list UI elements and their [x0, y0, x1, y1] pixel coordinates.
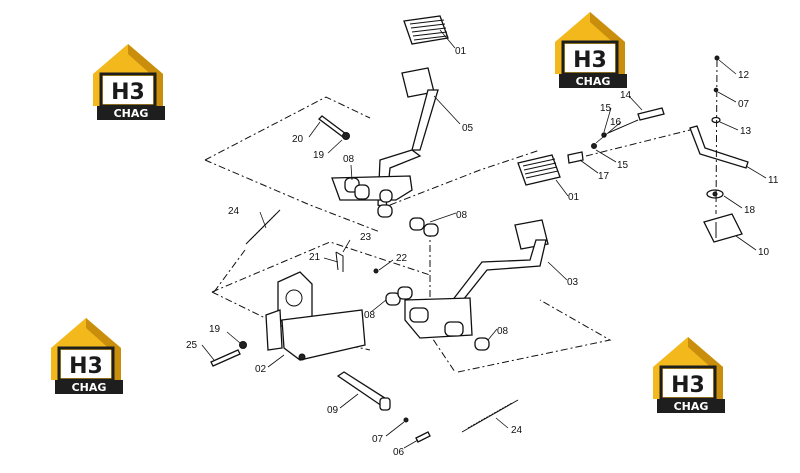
label-15: 15	[617, 160, 629, 171]
label-25: 25	[186, 340, 198, 351]
leader-lines	[201, 29, 767, 449]
label-22: 22	[396, 253, 408, 264]
label-13: 13	[740, 126, 752, 137]
label-07: 07	[738, 99, 750, 110]
label-21: 21	[309, 252, 321, 263]
label-15: 15	[600, 103, 612, 114]
label-08: 08	[497, 326, 509, 337]
label-18: 18	[744, 205, 756, 216]
label-17: 17	[598, 171, 610, 182]
label-24: 24	[228, 206, 240, 217]
bushing-set	[385, 217, 439, 306]
svg-text:CHAG: CHAG	[576, 75, 611, 88]
label-16: 16	[610, 117, 622, 128]
label-19: 19	[313, 150, 325, 161]
label-06: 06	[393, 447, 405, 458]
label-24: 24	[511, 425, 523, 436]
label-05: 05	[462, 123, 474, 134]
label-09: 09	[327, 405, 339, 416]
label-07: 07	[372, 434, 384, 445]
label-08: 08	[343, 154, 355, 165]
label-20: 20	[292, 134, 304, 145]
svg-text:H3: H3	[671, 373, 705, 398]
assembly-outline	[204, 96, 612, 373]
svg-text:CHAG: CHAG	[674, 400, 709, 413]
label-01: 01	[455, 46, 467, 57]
mounting-bracket	[265, 271, 366, 361]
return-spring	[245, 209, 519, 433]
brand-logo: H3 CHAG	[553, 10, 629, 90]
label-10: 10	[758, 247, 770, 258]
svg-text:H3: H3	[111, 80, 145, 105]
brake-pedal-upper	[331, 15, 449, 218]
label-08: 08	[364, 310, 376, 321]
part-labels: 01 05 20 19 08 24 08 23 21 22 08 19 25 0…	[186, 46, 779, 458]
svg-text:CHAG: CHAG	[72, 381, 107, 394]
brand-logo: H3 CHAG	[91, 42, 167, 122]
label-11: 11	[768, 175, 779, 186]
label-01: 01	[568, 192, 580, 203]
label-03: 03	[567, 277, 579, 288]
label-19: 19	[209, 324, 221, 335]
label-08: 08	[456, 210, 468, 221]
label-02: 02	[255, 364, 267, 375]
svg-text:CHAG: CHAG	[114, 107, 149, 120]
label-12: 12	[738, 70, 750, 81]
linkage-assembly	[567, 55, 749, 243]
brand-logo: H3 CHAG	[49, 316, 125, 396]
fastener-set	[210, 115, 431, 443]
svg-text:H3: H3	[69, 354, 103, 379]
pivot-shaft	[336, 371, 391, 411]
label-23: 23	[360, 232, 372, 243]
brand-logo: H3 CHAG	[651, 335, 727, 415]
label-14: 14	[620, 90, 632, 101]
clutch-pedal-lower	[404, 154, 561, 351]
svg-text:H3: H3	[573, 48, 607, 73]
